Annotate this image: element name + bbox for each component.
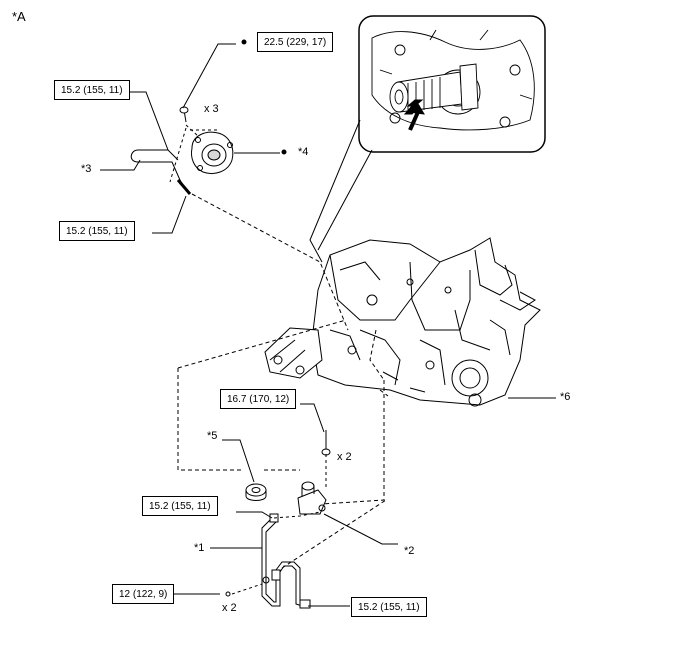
torque-line-lower: 15.2 (155, 11)	[59, 221, 135, 241]
torque-pipe-left: 15.2 (155, 11)	[142, 496, 218, 516]
bolt-x3	[179, 106, 189, 123]
bolt-x2-mid	[321, 430, 331, 456]
quantity-bolts-top: x 3	[204, 103, 219, 115]
torque-bleeder-plug: 22.5 (229, 17)	[257, 32, 334, 52]
view-label: *A	[12, 9, 26, 24]
torque-clamp: 12 (122, 9)	[112, 584, 175, 604]
clutch-pipe-lower	[261, 513, 311, 609]
torque-bracket-bolt: 16.7 (170, 12)	[220, 389, 297, 409]
callout-part-4: *4	[298, 146, 309, 158]
callout-part-2: *2	[404, 545, 415, 557]
torque-line-upper: 15.2 (155, 11)	[54, 80, 130, 100]
quantity-bolts-mid: x 2	[337, 451, 352, 463]
release-cylinder	[191, 131, 234, 174]
callout-part-6: *6	[560, 391, 571, 403]
torque-pipe-right: 15.2 (155, 11)	[351, 597, 427, 617]
damper-part	[245, 483, 267, 501]
callout-part-3: *3	[81, 163, 92, 175]
detail-inset	[358, 15, 546, 153]
clamp-bolt	[225, 591, 231, 597]
transaxle-assembly	[264, 237, 541, 407]
pipe-fitting	[297, 481, 327, 515]
clutch-line-upper	[130, 149, 192, 195]
quantity-bolts-low: x 2	[222, 602, 237, 614]
callout-part-5: *5	[207, 430, 218, 442]
callout-part-1: *1	[194, 542, 205, 554]
